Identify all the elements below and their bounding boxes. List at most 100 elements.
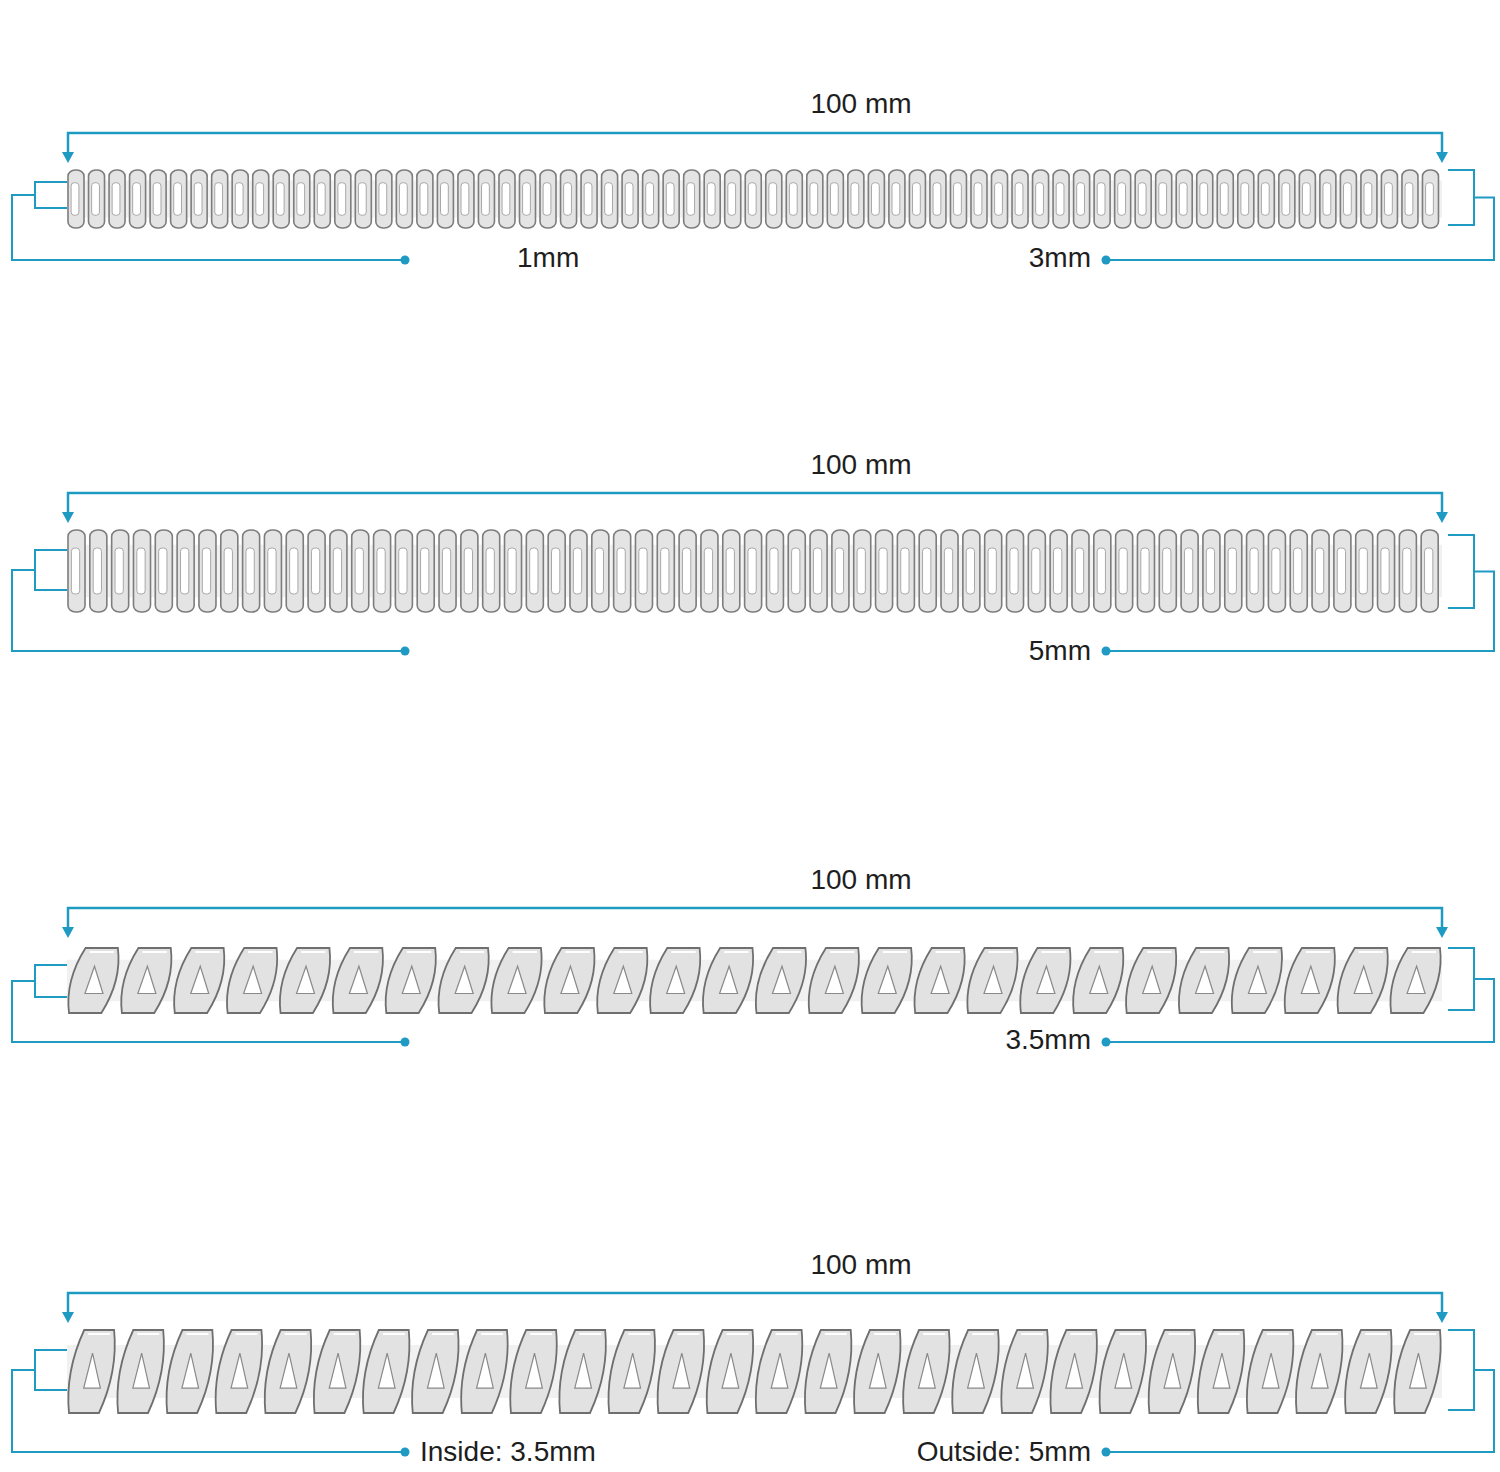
coil-window xyxy=(427,1353,444,1388)
coil-highlight xyxy=(159,548,167,594)
coil-highlight xyxy=(276,183,284,215)
coil-shine xyxy=(90,951,114,953)
coil-window xyxy=(1248,966,1266,993)
coil-turn xyxy=(559,1330,605,1413)
coil-turn xyxy=(505,530,522,612)
leader-line xyxy=(1110,198,1494,261)
coil-highlight xyxy=(851,183,859,215)
coil-turn xyxy=(191,170,207,228)
coil-turn xyxy=(766,530,783,612)
coil-highlight xyxy=(1097,183,1105,215)
arrow-head xyxy=(1436,512,1448,523)
coil-shine xyxy=(1169,1333,1191,1335)
coil-highlight xyxy=(646,183,654,215)
coil-highlight xyxy=(988,548,996,594)
coil-turn xyxy=(1020,948,1070,1013)
coil-turn xyxy=(526,530,543,612)
coil-turn xyxy=(548,530,565,612)
coil-shine xyxy=(1253,951,1277,953)
coil-highlight xyxy=(769,183,777,215)
coil-turn xyxy=(1073,948,1123,1013)
coil-turn xyxy=(663,170,679,228)
coil-turn xyxy=(597,948,647,1013)
coil-turn xyxy=(570,530,587,612)
coil-shine xyxy=(88,1333,110,1335)
coil-highlight xyxy=(194,183,202,215)
coil-highlight xyxy=(1220,183,1228,215)
coil-window xyxy=(349,966,367,993)
coil-highlight xyxy=(687,183,695,215)
leader-dot xyxy=(401,647,410,656)
coil-highlight xyxy=(830,183,838,215)
coil-highlight xyxy=(1179,183,1187,215)
coil-highlight xyxy=(789,183,797,215)
coil-turn xyxy=(199,530,216,612)
coil-window xyxy=(931,966,949,993)
coil-turn xyxy=(805,1330,851,1413)
coil-turn xyxy=(868,170,884,228)
coil-highlight xyxy=(482,183,490,215)
coil-turn xyxy=(330,530,347,612)
coil-window xyxy=(575,1353,592,1388)
coil-turn xyxy=(177,530,194,612)
coil-shine xyxy=(301,951,325,953)
coil-turn xyxy=(1320,170,1336,228)
coil-window xyxy=(1115,1353,1132,1388)
coil-window xyxy=(1037,966,1055,993)
dimension-line xyxy=(68,908,1442,932)
coil-turn xyxy=(1390,948,1440,1013)
coil-turn xyxy=(703,948,753,1013)
coil-turn xyxy=(788,530,805,612)
coil-shine xyxy=(530,1333,552,1335)
leader-dot xyxy=(401,1448,410,1457)
ring-adjuster-row xyxy=(12,493,1494,656)
coil-turn xyxy=(809,948,859,1013)
coil-highlight xyxy=(71,183,79,215)
coil-turn xyxy=(756,1330,802,1413)
arrow-head xyxy=(62,1312,74,1323)
coil-window xyxy=(182,1353,199,1388)
coil-turn xyxy=(1422,170,1438,228)
coil-highlight xyxy=(871,183,879,215)
coil-highlight xyxy=(464,548,472,594)
coil-highlight xyxy=(933,183,941,215)
coil-turn xyxy=(1356,530,1373,612)
coil-highlight xyxy=(1241,183,1249,215)
length-dimension: 100 mm xyxy=(808,1249,913,1281)
arrow-head xyxy=(1436,927,1448,938)
coil-turn xyxy=(458,170,474,228)
leader-line xyxy=(12,981,401,1042)
coil-turn xyxy=(1135,170,1151,228)
coil-turn xyxy=(1203,530,1220,612)
coil-turn xyxy=(658,1330,704,1413)
coil-shine xyxy=(236,1333,258,1335)
coil-highlight xyxy=(297,183,305,215)
coil-highlight xyxy=(1010,548,1018,594)
coil-highlight xyxy=(810,183,818,215)
coil-turn xyxy=(581,170,597,228)
coil-highlight xyxy=(813,548,821,594)
coil-shine xyxy=(677,1333,699,1335)
coil-window xyxy=(1164,1353,1181,1388)
coil-turn xyxy=(1149,1330,1195,1413)
size-label: Outside: 5mm xyxy=(915,1436,1093,1468)
leader-dot xyxy=(1102,256,1111,265)
coil-turn xyxy=(1296,1330,1342,1413)
coil-turn xyxy=(363,1330,409,1413)
coil-highlight xyxy=(707,183,715,215)
coil-turn xyxy=(227,948,277,1013)
coil-turn xyxy=(221,530,238,612)
coil-turn xyxy=(1290,530,1307,612)
coil-turn xyxy=(386,948,436,1013)
coil-highlight xyxy=(639,548,647,594)
coil-turn xyxy=(280,948,330,1013)
coil-highlight xyxy=(1250,548,1258,594)
coil-highlight xyxy=(338,183,346,215)
coil-turn xyxy=(614,530,631,612)
coil-shine xyxy=(1316,1333,1338,1335)
coil-window xyxy=(231,1353,248,1388)
coil-turn xyxy=(650,948,700,1013)
coil-highlight xyxy=(1054,548,1062,594)
coil-turn xyxy=(862,948,912,1013)
coil-turn xyxy=(1268,530,1285,612)
